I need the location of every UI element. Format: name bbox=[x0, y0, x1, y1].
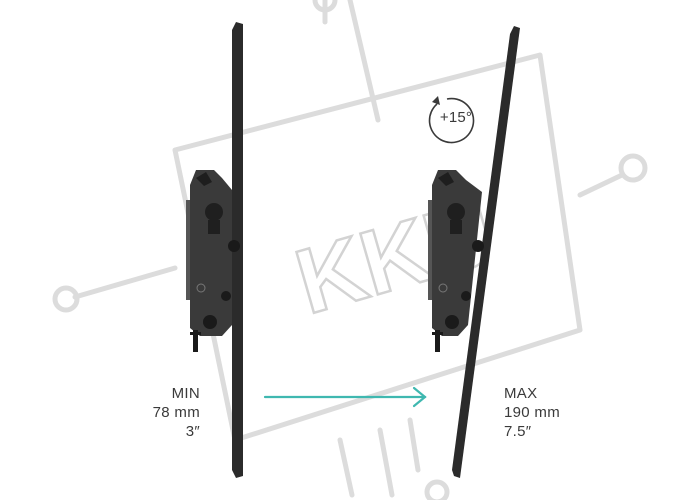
watermark bbox=[52, 0, 648, 500]
max-mm: 190 mm bbox=[504, 404, 560, 421]
min-mm: 78 mm bbox=[152, 404, 200, 421]
tv-panel-max bbox=[452, 26, 520, 478]
knob-min bbox=[205, 203, 223, 221]
bracket-min bbox=[190, 170, 232, 336]
min-title: MIN bbox=[171, 385, 200, 402]
min-depth-label: MIN 78 mm 3″ bbox=[120, 384, 200, 441]
knob-max bbox=[447, 203, 465, 221]
screw-min bbox=[193, 330, 198, 352]
mount-min bbox=[186, 22, 243, 478]
max-title: MAX bbox=[504, 385, 538, 402]
tilt-indicator bbox=[428, 96, 475, 144]
mount-max bbox=[428, 26, 520, 478]
tilt-angle-label: +15° bbox=[439, 109, 473, 126]
direction-arrow-icon bbox=[263, 386, 427, 408]
screw-max bbox=[435, 330, 440, 352]
rotation-arrow-icon bbox=[428, 97, 475, 144]
max-depth-label: MAX 190 mm 7.5″ bbox=[504, 384, 594, 441]
min-inch: 3″ bbox=[185, 423, 200, 440]
max-inch: 7.5″ bbox=[504, 423, 532, 440]
